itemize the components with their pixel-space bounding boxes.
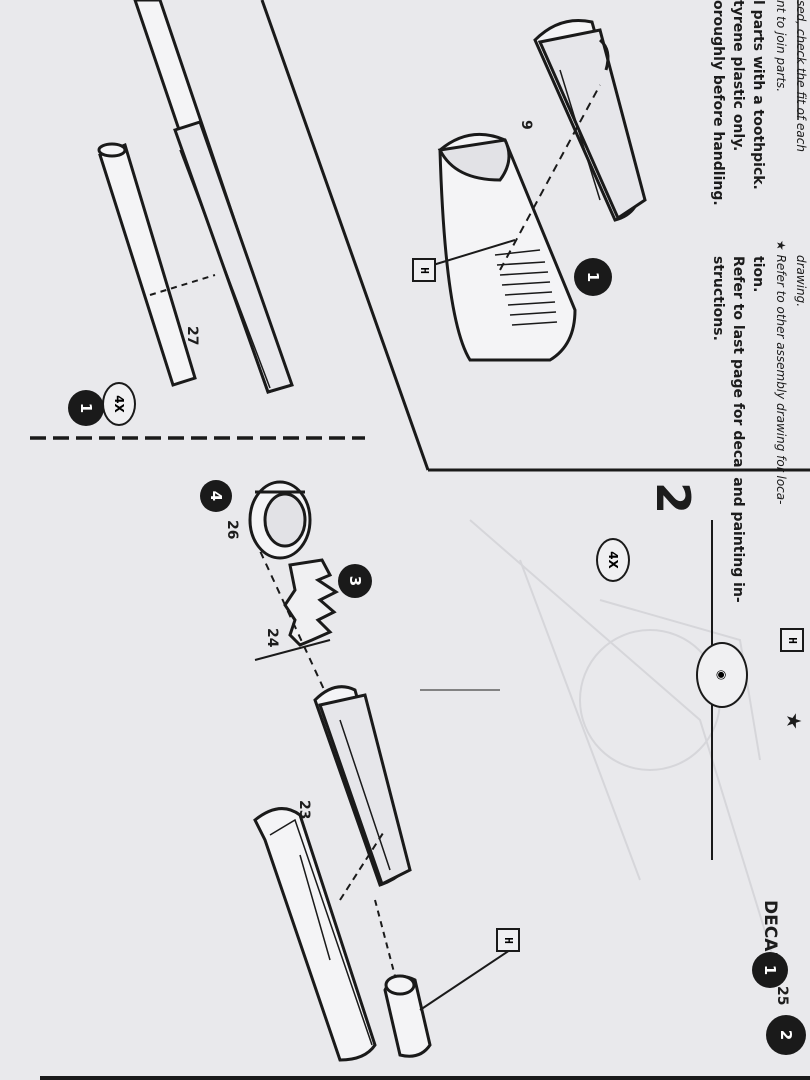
instruction-line-5: oroughly before handling. bbox=[710, 0, 726, 206]
part-number-25: 25 bbox=[774, 986, 790, 1006]
panel-border-line bbox=[260, 0, 430, 471]
part-number-26: 26 bbox=[224, 520, 240, 540]
part-long-half-shell bbox=[533, 18, 647, 222]
cement-leader-gear bbox=[254, 639, 331, 661]
assembly-arrow-upper bbox=[499, 84, 601, 271]
cement-mark-upper: H bbox=[412, 258, 436, 282]
instruction-line-7: ★ Refer to other assembly drawing for lo… bbox=[774, 240, 788, 505]
sub-quantity: 4X bbox=[102, 382, 136, 426]
part-rod-short bbox=[97, 142, 197, 387]
assembly-arrow-barrel bbox=[339, 829, 386, 901]
callout-4: 4 bbox=[200, 480, 232, 512]
instruction-line-9: Refer to last page for decal and paintin… bbox=[730, 256, 746, 603]
instruction-line-2: nt to join parts. bbox=[774, 0, 788, 93]
instruction-line-10: structions. bbox=[710, 256, 726, 341]
callout-1-right: 1 bbox=[752, 952, 788, 988]
part-number-23: 23 bbox=[296, 800, 312, 820]
assembly-arrow-lower bbox=[254, 539, 346, 736]
part-number-27: 27 bbox=[184, 326, 200, 346]
part-ribbed-cylinder bbox=[437, 132, 577, 362]
instruction-line-6: drawing. bbox=[794, 255, 808, 308]
part-number-9: 9 bbox=[518, 120, 534, 130]
instruction-line-1: sed, check the fit of each bbox=[794, 0, 808, 152]
cement-mark-gear: H bbox=[780, 628, 804, 652]
assembly-arrow-rods bbox=[149, 274, 216, 296]
step-number: 2 bbox=[646, 482, 700, 517]
part-gear bbox=[283, 558, 339, 647]
instruction-line-4: tyrene plastic only. bbox=[730, 0, 746, 152]
cement-leader-upper bbox=[432, 239, 516, 266]
part-number-24: 24 bbox=[264, 628, 280, 648]
part-rod-long bbox=[133, 0, 294, 394]
instruction-line-8: tion. bbox=[750, 256, 766, 293]
callout-1-lower: 1 bbox=[68, 390, 104, 426]
cement-leader-cap bbox=[419, 949, 511, 1011]
callout-3: 3 bbox=[338, 564, 372, 598]
star-mark: ★ bbox=[782, 712, 806, 730]
decal-icon: ◉ bbox=[696, 642, 748, 708]
step-quantity: 4X bbox=[596, 538, 630, 582]
callout-2: 2 bbox=[766, 1015, 806, 1055]
callout-1-upper: 1 bbox=[574, 258, 612, 296]
part-cap bbox=[383, 974, 432, 1058]
part-barrel bbox=[253, 807, 377, 1062]
part-ring bbox=[248, 480, 312, 560]
part-half-shell-23 bbox=[313, 685, 412, 887]
instruction-line-3: l parts with a toothpick. bbox=[750, 0, 766, 190]
faint-background-art bbox=[469, 519, 781, 981]
cement-mark-center: H bbox=[496, 928, 520, 952]
